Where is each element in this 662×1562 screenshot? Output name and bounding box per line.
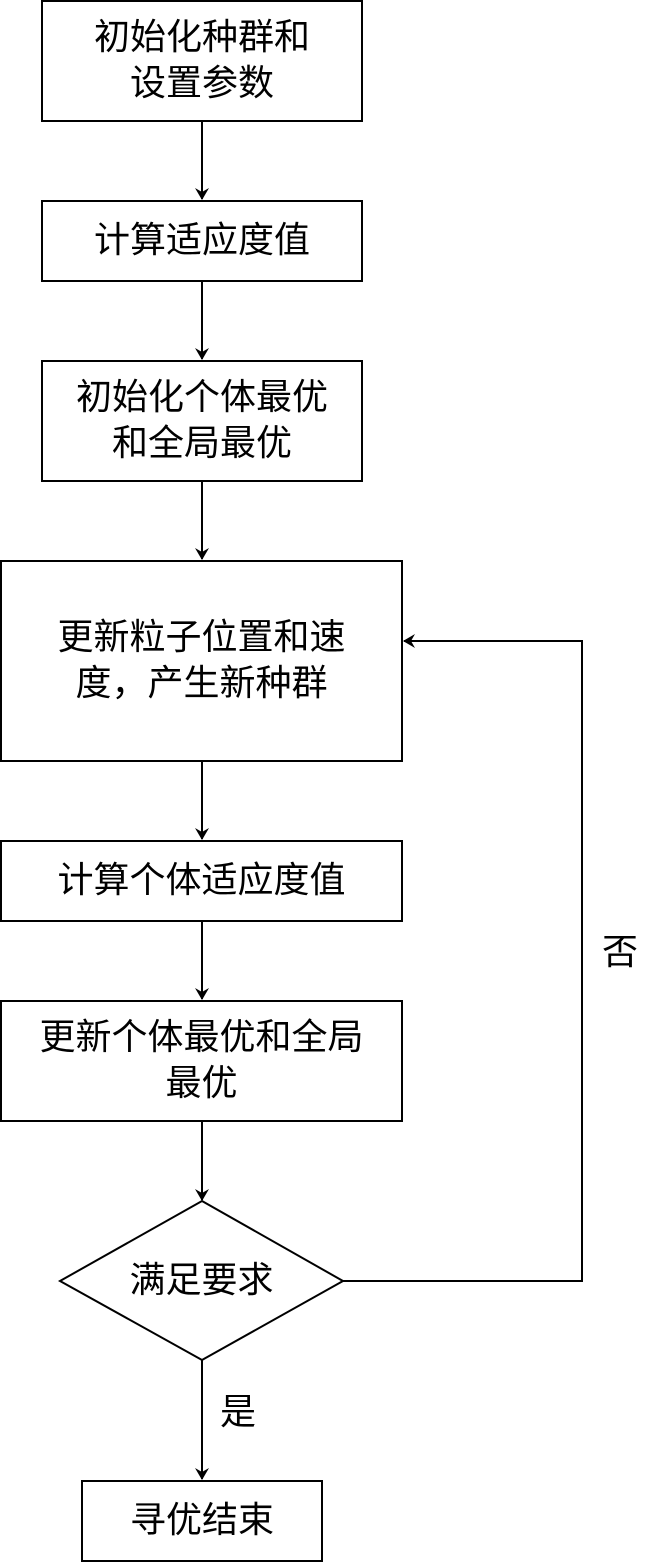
node-init-population-line-2: 设置参数 <box>129 63 274 104</box>
node-update-particles-line-1: 更新粒子位置和速 <box>57 617 346 658</box>
node-end: 寻优结束 <box>81 1480 323 1562</box>
node-init-best-line-2: 和全局最优 <box>111 423 292 464</box>
node-update-best-line-2: 最优 <box>165 1063 238 1104</box>
node-end-label: 寻优结束 <box>129 1500 274 1541</box>
edge-label-no: 否 <box>602 932 639 973</box>
node-init-best-line-1: 初始化个体最优 <box>75 377 328 418</box>
node-update-particles: 更新粒子位置和速 度，产生新种群 <box>0 560 403 762</box>
node-update-best-line-1: 更新个体最优和全局 <box>39 1017 364 1058</box>
node-update-particles-line-2: 度，产生新种群 <box>75 663 328 704</box>
node-check-condition-label: 满足要求 <box>129 1260 274 1301</box>
node-calc-individual-fitness-label: 计算个体适应度值 <box>57 860 346 901</box>
node-init-best: 初始化个体最优 和全局最优 <box>41 360 363 482</box>
node-init-population: 初始化种群和 设置参数 <box>41 0 363 122</box>
node-calc-fitness: 计算适应度值 <box>41 200 363 282</box>
node-calc-individual-fitness: 计算个体适应度值 <box>0 840 403 922</box>
edge-label-yes: 是 <box>220 1392 257 1433</box>
node-update-best: 更新个体最优和全局 最优 <box>0 1000 403 1122</box>
node-init-population-line-1: 初始化种群和 <box>93 17 310 58</box>
node-calc-fitness-label: 计算适应度值 <box>93 220 310 261</box>
edge-check-condition-to-update-particles <box>343 634 583 1282</box>
